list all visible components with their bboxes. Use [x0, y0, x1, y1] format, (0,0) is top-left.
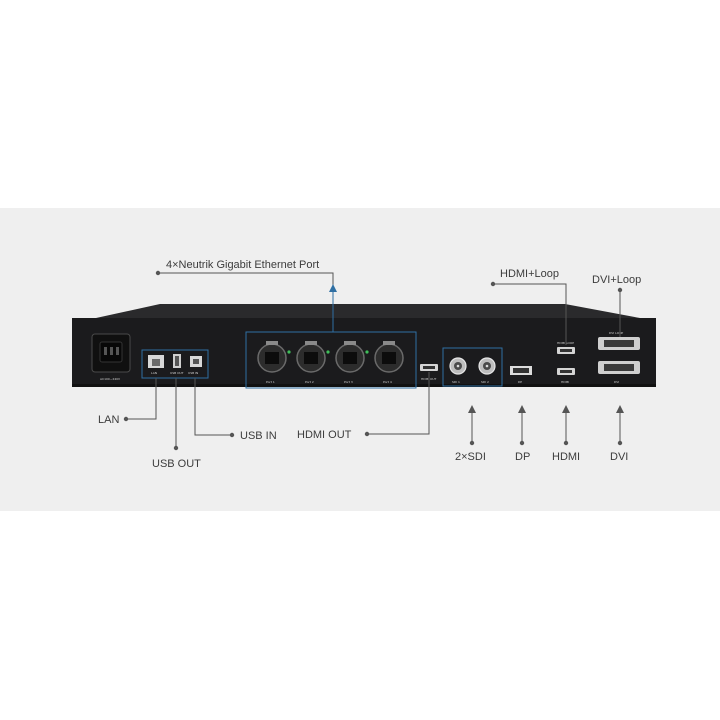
- dp-callout-label: DP: [515, 451, 531, 463]
- sdi-1-connector: SDI 1: [449, 357, 467, 384]
- power-label: AC100~240V: [100, 377, 121, 381]
- usb-in-callout-dot: [229, 432, 235, 438]
- device-top: [96, 304, 640, 318]
- port-4-label: Port 4: [383, 380, 392, 384]
- hdmi-arrowhead: [562, 405, 570, 413]
- dvi-loop-panel-label: DVI LOOP: [609, 331, 623, 335]
- sdi-1-label: SDI 1: [452, 380, 460, 384]
- usb-out-callout-label: USB OUT: [152, 458, 201, 470]
- hdmi-out-callout-dot: [364, 431, 370, 437]
- hdmi-loop-callout-dot: [490, 281, 496, 287]
- hdmi-panel-label: HDMI: [561, 380, 569, 384]
- lan-callout-label: LAN: [98, 414, 120, 426]
- usb-in-callout-label: USB IN: [240, 430, 277, 442]
- usb-out-panel-label: USB OUT: [170, 371, 184, 375]
- dvi-callout-label: DVI: [610, 451, 629, 463]
- hdmi-loop-callout-line: [493, 283, 567, 345]
- hdmi-callout-dot: [563, 440, 569, 446]
- port-2-label: Port 2: [305, 380, 314, 384]
- ethercon-port-1: Port 1: [257, 341, 291, 384]
- dvi-loop-callout-label: DVI+Loop: [592, 274, 642, 286]
- hdmi-callout-label: HDMI: [552, 451, 581, 463]
- dp-arrowhead: [518, 405, 526, 413]
- ethernet-callout-label: 4×Neutrik Gigabit Ethernet Port: [166, 259, 320, 271]
- sdi-callout-label: 2×SDI: [455, 451, 486, 463]
- lan-callout-line: [126, 378, 157, 420]
- ethercon-port-4: Port 4: [374, 341, 404, 384]
- sdi-arrowhead: [468, 405, 476, 413]
- usb-in-panel-label: USB IN: [188, 371, 198, 375]
- ethernet-callout-dot: [155, 270, 161, 276]
- power-inlet: AC100~240V: [91, 333, 131, 381]
- ethercon-port-2: Port 2: [296, 341, 330, 384]
- hdmi-out-callout-label: HDMI OUT: [297, 429, 352, 441]
- ethernet-group-frame: [245, 331, 417, 389]
- usb-in-callout-line: [194, 378, 232, 436]
- dvi-callout-dot: [617, 440, 623, 446]
- dp-panel-label: DP: [518, 380, 522, 384]
- ethercon-port-3: Port 3: [335, 341, 369, 384]
- ethernet-callout-line: [158, 272, 334, 290]
- dvi-panel-label: DVI: [614, 380, 619, 384]
- port-3-label: Port 3: [344, 380, 353, 384]
- port-1-label: Port 1: [266, 380, 275, 384]
- sdi-2-connector: SDI 2: [478, 357, 496, 384]
- usb-out-callout-dot: [173, 445, 179, 451]
- sdi-callout-dot: [469, 440, 475, 446]
- sdi-2-label: SDI 2: [481, 380, 489, 384]
- sdi-group-frame: [442, 347, 503, 387]
- lan-panel-label: LAN: [151, 371, 157, 375]
- dvi-arrowhead: [616, 405, 624, 413]
- dp-callout-dot: [519, 440, 525, 446]
- ethernet-arrowhead: [329, 284, 337, 292]
- hdmi-out-callout-line: [367, 372, 430, 435]
- usb-lan-group-frame: [141, 349, 209, 379]
- hdmi-loop-callout-label: HDMI+Loop: [500, 268, 560, 280]
- lan-callout-dot: [123, 416, 129, 422]
